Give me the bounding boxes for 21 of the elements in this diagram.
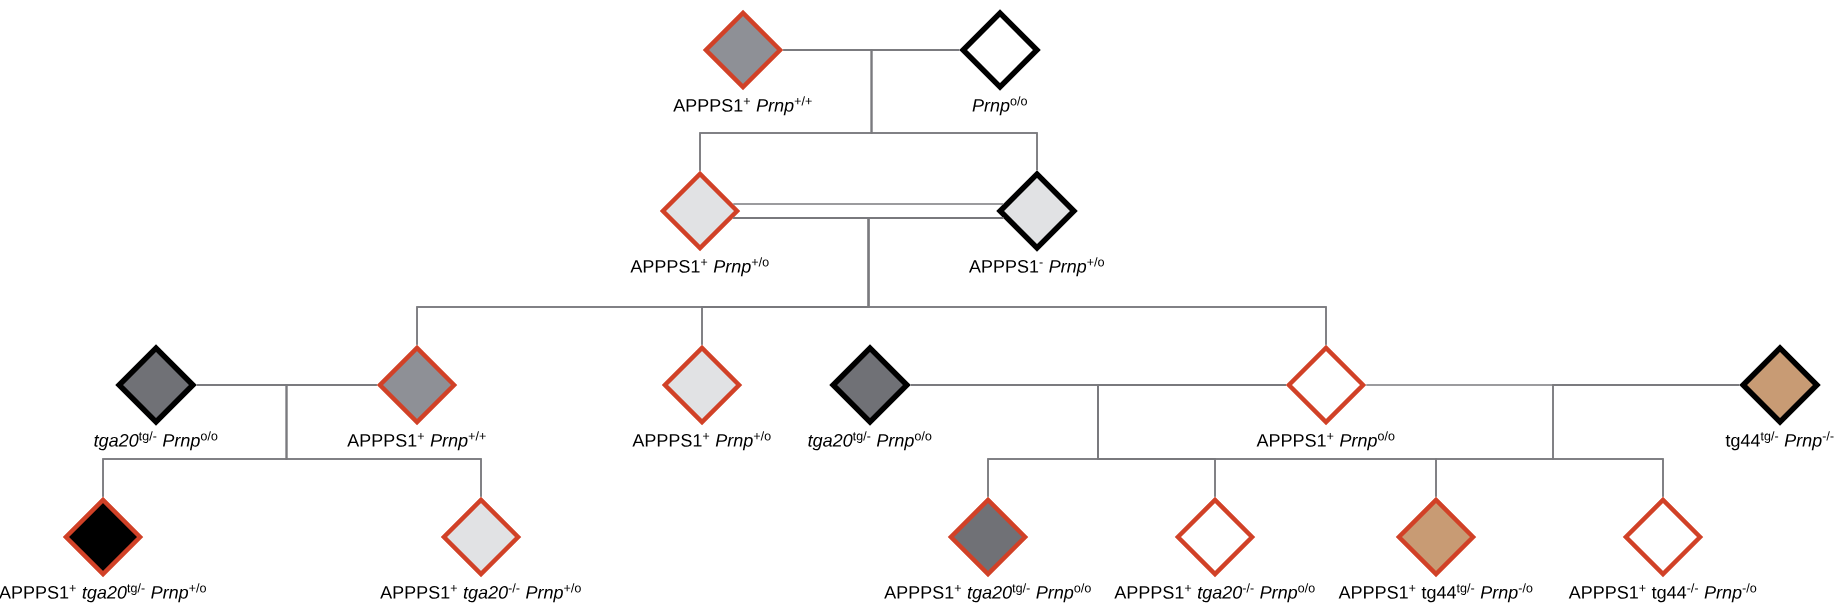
genotype-label: APPPS1$^{+}$ tga20$^{-/-}$ Prnp$^{+/o}$ [380, 583, 581, 603]
genotype-label: APPPS1$^{-}$ Prnp$^{+/o}$ [969, 257, 1105, 277]
pedigree-line [285, 384, 482, 498]
genotype-label: APPPS1$^{+}$ Prnp$^{+/+}$ [673, 96, 812, 116]
genotype-label: APPPS1$^{+}$ tga20$^{-/-}$ Prnp$^{o/o}$ [1114, 583, 1315, 603]
genotype-label: APPPS1$^{+}$ Prnp$^{+/+}$ [347, 431, 486, 451]
genotype-label: tg44$^{tg/-}$ Prnp$^{-/-}$ [1725, 431, 1834, 451]
pedigree-line [867, 217, 1327, 346]
genotype-label: APPPS1$^{+}$ Prnp$^{+/o}$ [632, 431, 771, 451]
genotype-label: APPPS1$^{+}$ Prnp$^{+/o}$ [630, 257, 769, 277]
pedigree-line [1552, 384, 1740, 498]
genotype-label: APPPS1$^{+}$ tga20$^{tg/-}$ Prnp$^{+/o}$ [0, 583, 206, 603]
genotype-label: APPPS1$^{+}$ tga20$^{tg/-}$ Prnp$^{o/o}$ [884, 583, 1091, 603]
genotype-label: APPPS1$^{+}$ tg44$^{-/-}$ Prnp$^{-/o}$ [1568, 583, 1757, 603]
genotype-label: Prnp$^{o/o}$ [972, 96, 1027, 116]
genotype-label: APPPS1$^{+}$ tg44$^{tg/-}$ Prnp$^{-/o}$ [1338, 583, 1533, 603]
genotype-label: tga20$^{tg/-}$ Prnp$^{o/o}$ [808, 431, 932, 451]
pedigree-line [870, 49, 1038, 171]
genotype-label: tga20$^{tg/-}$ Prnp$^{o/o}$ [94, 431, 218, 451]
pedigree-line [732, 203, 1004, 205]
genotype-label: APPPS1$^{+}$ Prnp$^{o/o}$ [1256, 431, 1395, 451]
